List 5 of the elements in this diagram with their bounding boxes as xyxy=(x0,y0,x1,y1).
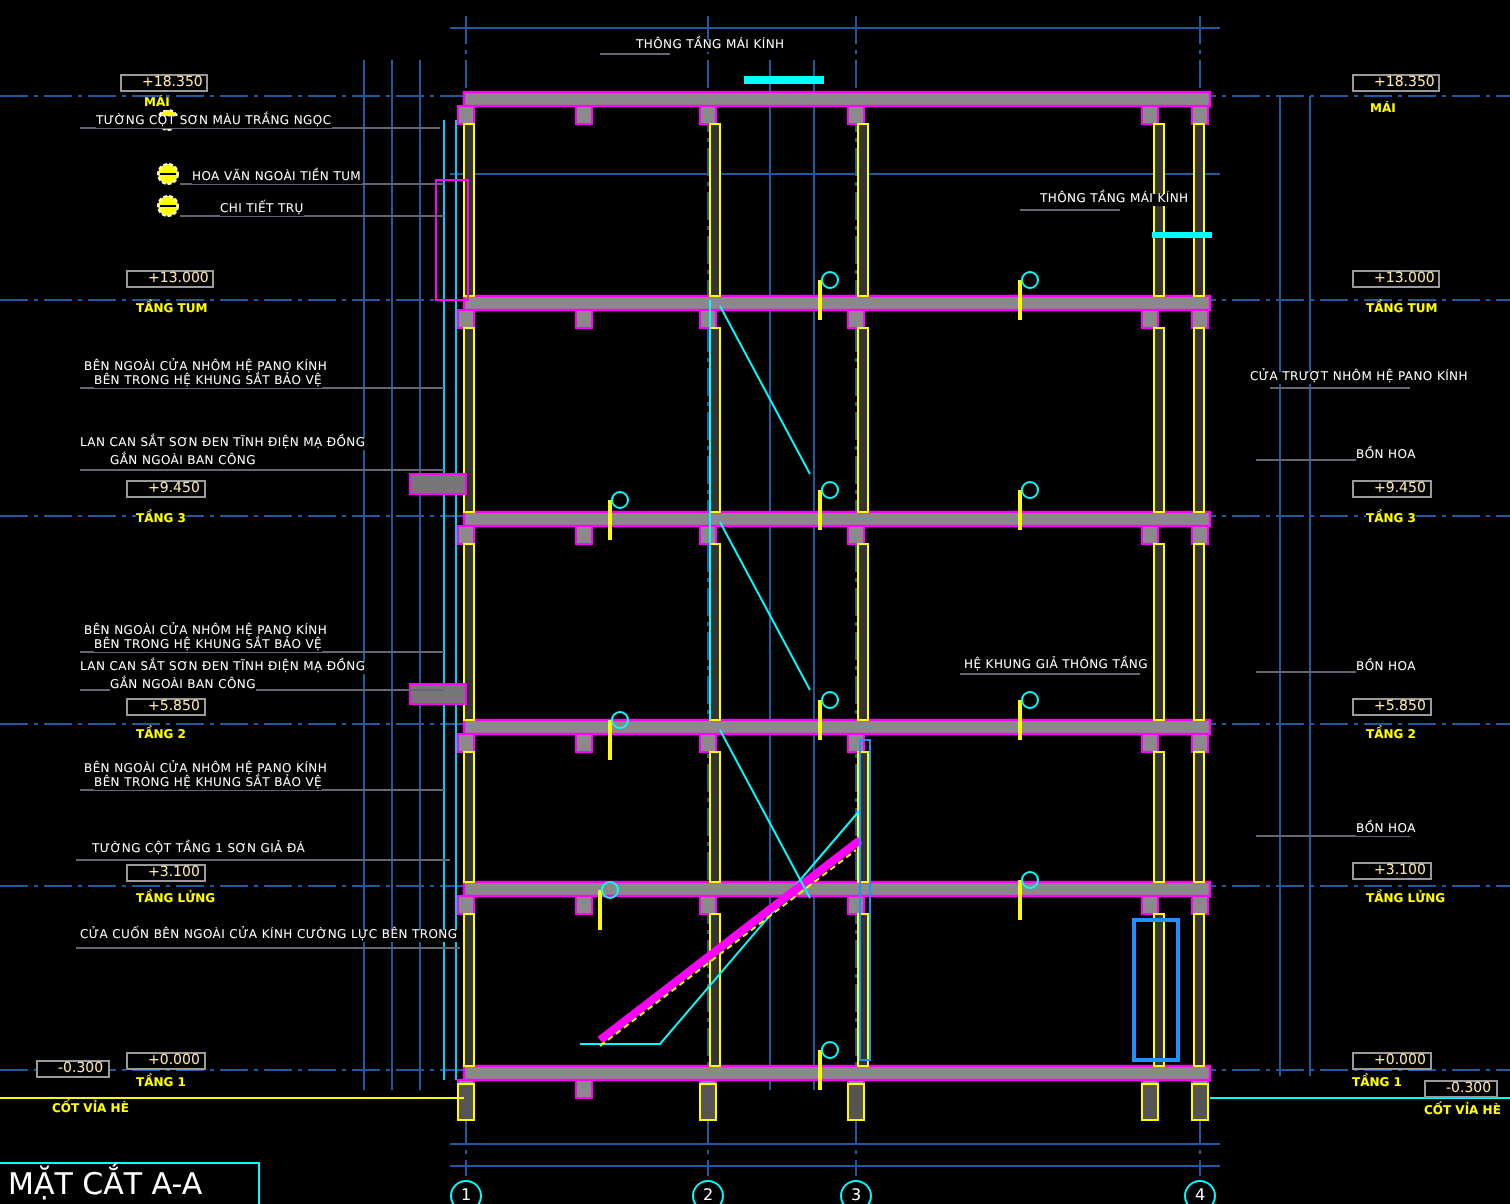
grid-axis-bubble: 1 xyxy=(450,1180,482,1204)
grid-axis-bubble: 4 xyxy=(1184,1180,1216,1204)
grid-axis-bubble: 2 xyxy=(692,1180,724,1204)
drawing-title: MẶT CẮT A-A xyxy=(0,1162,260,1204)
grid-axis-bubble: 3 xyxy=(840,1180,872,1204)
